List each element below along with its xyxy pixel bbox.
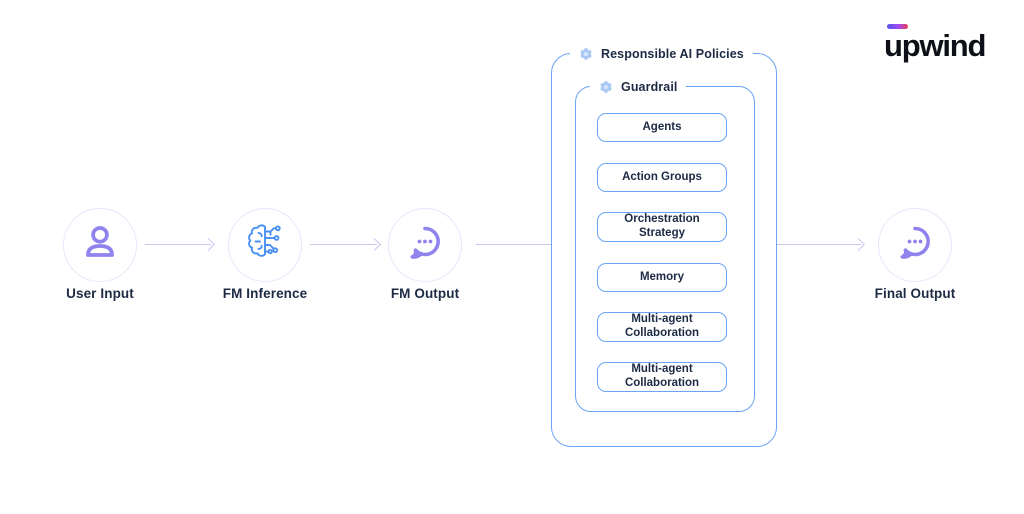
- guardrail-item-multi-agent-collaboration-2: Multi-agent Collaboration: [597, 362, 727, 392]
- guardrail-title: Guardrail: [621, 80, 678, 94]
- node-label-fm-inference: FM Inference: [222, 286, 308, 301]
- responsible-ai-policies-title: Responsible AI Policies: [601, 47, 744, 61]
- guardrail-label: Guardrail: [590, 78, 687, 96]
- node-label-user-input: User Input: [66, 286, 134, 301]
- brain-circuit-icon: [241, 219, 289, 272]
- guardrail-item-agents: Agents: [597, 113, 727, 142]
- chat-bubble-icon: [403, 221, 447, 270]
- rosette-icon: [599, 80, 613, 94]
- node-fm-output: [388, 208, 462, 282]
- guardrail-item-action-groups: Action Groups: [597, 163, 727, 192]
- logo-text: upwind: [884, 28, 986, 63]
- responsible-ai-policies-label: Responsible AI Policies: [570, 45, 753, 63]
- arrow-policies-to-final: [757, 244, 861, 245]
- guardrail-item-multi-agent-collaboration-1: Multi-agent Collaboration: [597, 312, 727, 342]
- node-label-fm-output: FM Output: [390, 286, 460, 301]
- arrow-output-to-policies: [476, 244, 567, 245]
- guardrail-item-memory: Memory: [597, 263, 727, 292]
- node-fm-inference: [228, 208, 302, 282]
- node-user-input: [63, 208, 137, 282]
- rosette-icon: [579, 47, 593, 61]
- logo-gradient-bar-icon: [887, 24, 908, 29]
- arrow-user-to-inference: [145, 244, 211, 245]
- user-icon: [77, 220, 123, 271]
- node-final-output: [878, 208, 952, 282]
- guardrail-item-orchestration-strategy: Orchestration Strategy: [597, 212, 727, 242]
- node-label-final-output: Final Output: [874, 286, 956, 301]
- upwind-logo: upwind: [884, 24, 994, 61]
- chat-bubble-icon: [893, 221, 937, 270]
- arrow-inference-to-output: [310, 244, 377, 245]
